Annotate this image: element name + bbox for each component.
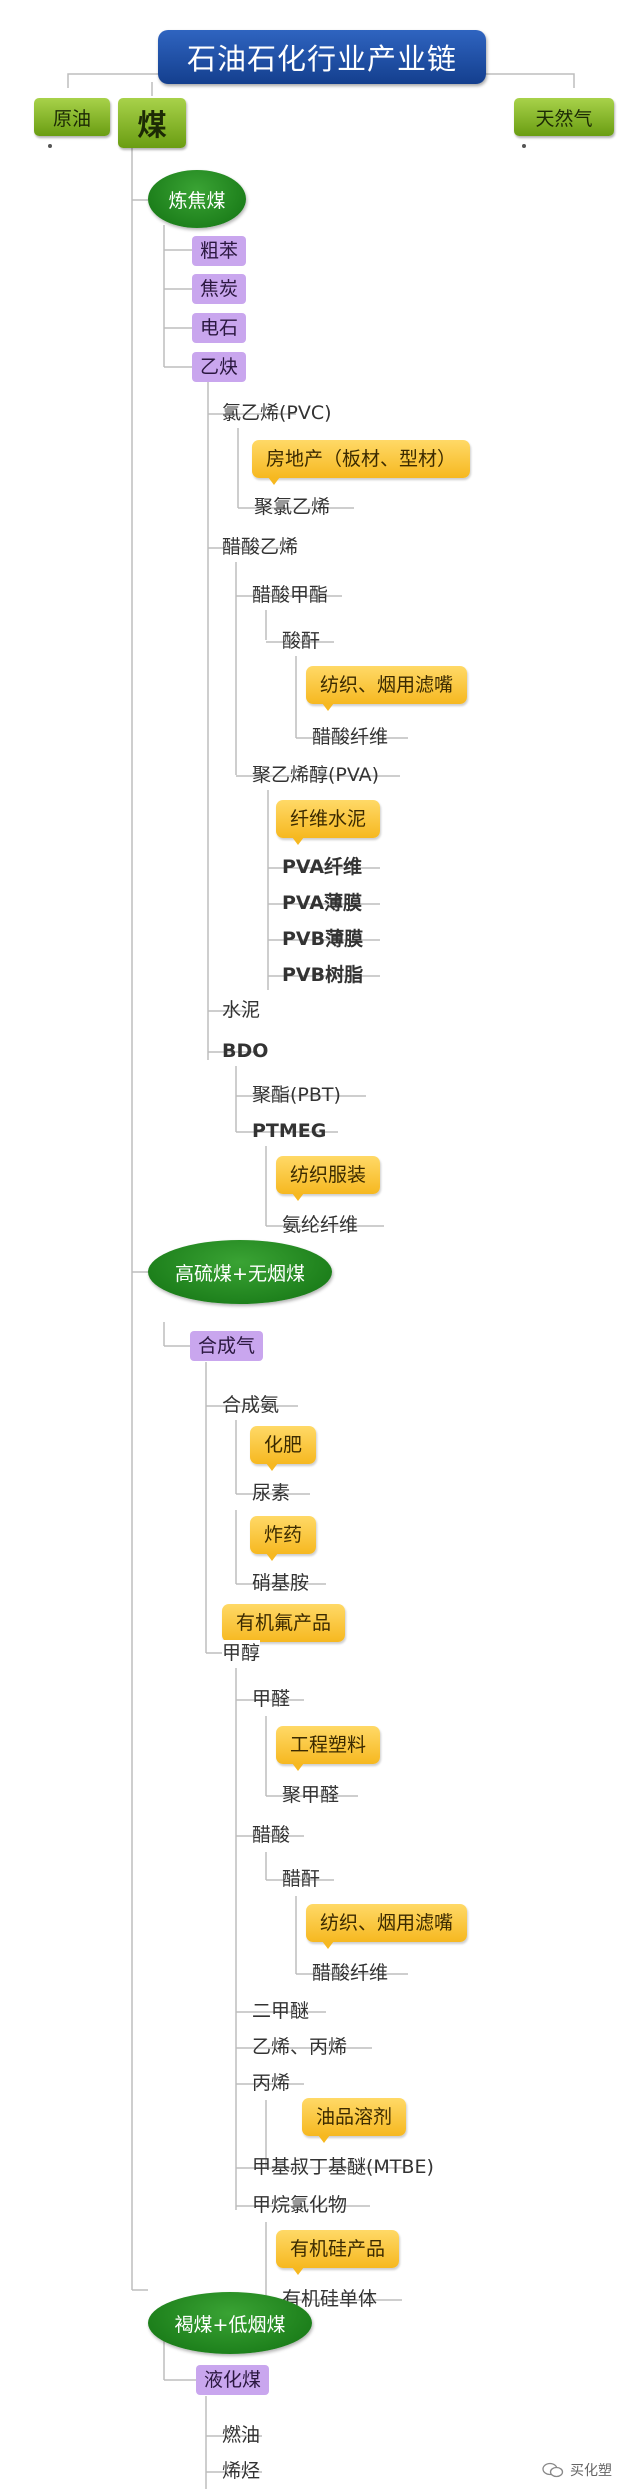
real-estate-app: 房地产（板材、型材） — [252, 440, 471, 485]
polyvinyl-chloride: 聚氯乙烯 — [254, 496, 331, 518]
pva-item-2: PVB薄膜 — [282, 928, 364, 950]
coking-product-3: 乙炔 — [192, 352, 247, 382]
methanol-node: 甲醇 — [222, 1640, 261, 1666]
spandex-node: 氨纶纤维 — [282, 1214, 359, 1236]
propylene-node: 丙烯 — [252, 2072, 291, 2094]
olefins-node: 烯烃 — [222, 2460, 261, 2482]
pva-item-1: PVA薄膜 — [282, 892, 363, 914]
coking-product-2: 电石 — [192, 313, 247, 343]
formaldehyde-node: 甲醛 — [252, 1688, 291, 1710]
pva-node: 聚乙烯醇(PVA) — [252, 764, 380, 786]
fertilizer-app: 化肥 — [250, 1426, 317, 1471]
lignite-node: 褐煤+低烟煤 — [148, 2292, 312, 2354]
explosive-app: 炸药 — [250, 1516, 317, 1561]
ammonia-node: 合成氨 — [222, 1394, 280, 1416]
cement-node: 水泥 — [222, 999, 261, 1021]
ethylene-propylene-node: 乙烯、丙烯 — [252, 2036, 348, 2058]
bdo-node: BDO — [222, 1040, 269, 1062]
watermark-text: 买化塑 — [570, 2463, 612, 2479]
textile-filter-app: 纺织、烟用滤嘴 — [306, 666, 468, 711]
collapsed-marker — [522, 144, 526, 148]
natural-gas-node: 天然气 — [514, 98, 614, 136]
organofluorine-app: 有机氟产品 — [222, 1604, 346, 1649]
anhydride-node: 酸酐 — [282, 630, 321, 652]
methyl-chloride-node: 甲烷氯化物 — [252, 2194, 348, 2216]
textile-apparel-app: 纺织服装 — [276, 1156, 381, 1201]
silicone-products-app: 有机硅产品 — [276, 2230, 400, 2275]
coking-product-1: 焦炭 — [192, 274, 247, 304]
acetate-fiber: 醋酸纤维 — [312, 726, 389, 748]
coking-coal-node: 炼焦煤 — [148, 170, 246, 228]
coking-product-0: 粗苯 — [192, 236, 247, 266]
acetate-fiber-2: 醋酸纤维 — [312, 1962, 389, 1984]
pbt-node: 聚酯(PBT) — [252, 1084, 341, 1106]
silicone-monomer-node: 有机硅单体 — [282, 2288, 378, 2310]
watermark: 买化塑 — [542, 2460, 612, 2480]
crude-oil-node: 原油 — [34, 98, 110, 136]
wechat-icon — [542, 2462, 564, 2478]
ptmeg-node: PTMEG — [252, 1120, 327, 1142]
dme-node: 二甲醚 — [252, 2000, 310, 2022]
textile-filter-app-2: 纺织、烟用滤嘴 — [306, 1904, 468, 1949]
acetic-anhydride-node: 醋酐 — [282, 1868, 321, 1890]
high-sulfur-coal-node: 高硫煤+无烟煤 — [148, 1240, 332, 1304]
fiber-cement-app: 纤维水泥 — [276, 800, 381, 845]
liquefied-coal-node: 液化煤 — [196, 2365, 270, 2395]
fuel-oil-node: 燃油 — [222, 2424, 261, 2446]
urea-node: 尿素 — [252, 1482, 291, 1504]
acetic-acid-node: 醋酸 — [252, 1824, 291, 1846]
pva-item-0: PVA纤维 — [282, 856, 363, 878]
collapsed-marker — [48, 144, 52, 148]
methyl-acetate-node: 醋酸甲酯 — [252, 584, 329, 606]
mtbe-node: 甲基叔丁基醚(MTBE) — [252, 2156, 434, 2178]
page-title: 石油石化行业产业链 — [158, 30, 486, 84]
oil-solvent-app: 油品溶剂 — [302, 2098, 407, 2143]
pva-item-3: PVB树脂 — [282, 964, 364, 986]
vinyl-acetate-node: 醋酸乙烯 — [222, 536, 299, 558]
syngas-node: 合成气 — [190, 1331, 264, 1361]
ammonium-nitrate-node: 硝基胺 — [252, 1572, 310, 1594]
pvc-node: 氯乙烯(PVC) — [222, 402, 332, 424]
engineering-plastics-app: 工程塑料 — [276, 1726, 381, 1771]
polyformaldehyde-node: 聚甲醛 — [282, 1784, 340, 1806]
coal-node: 煤 — [118, 98, 186, 148]
